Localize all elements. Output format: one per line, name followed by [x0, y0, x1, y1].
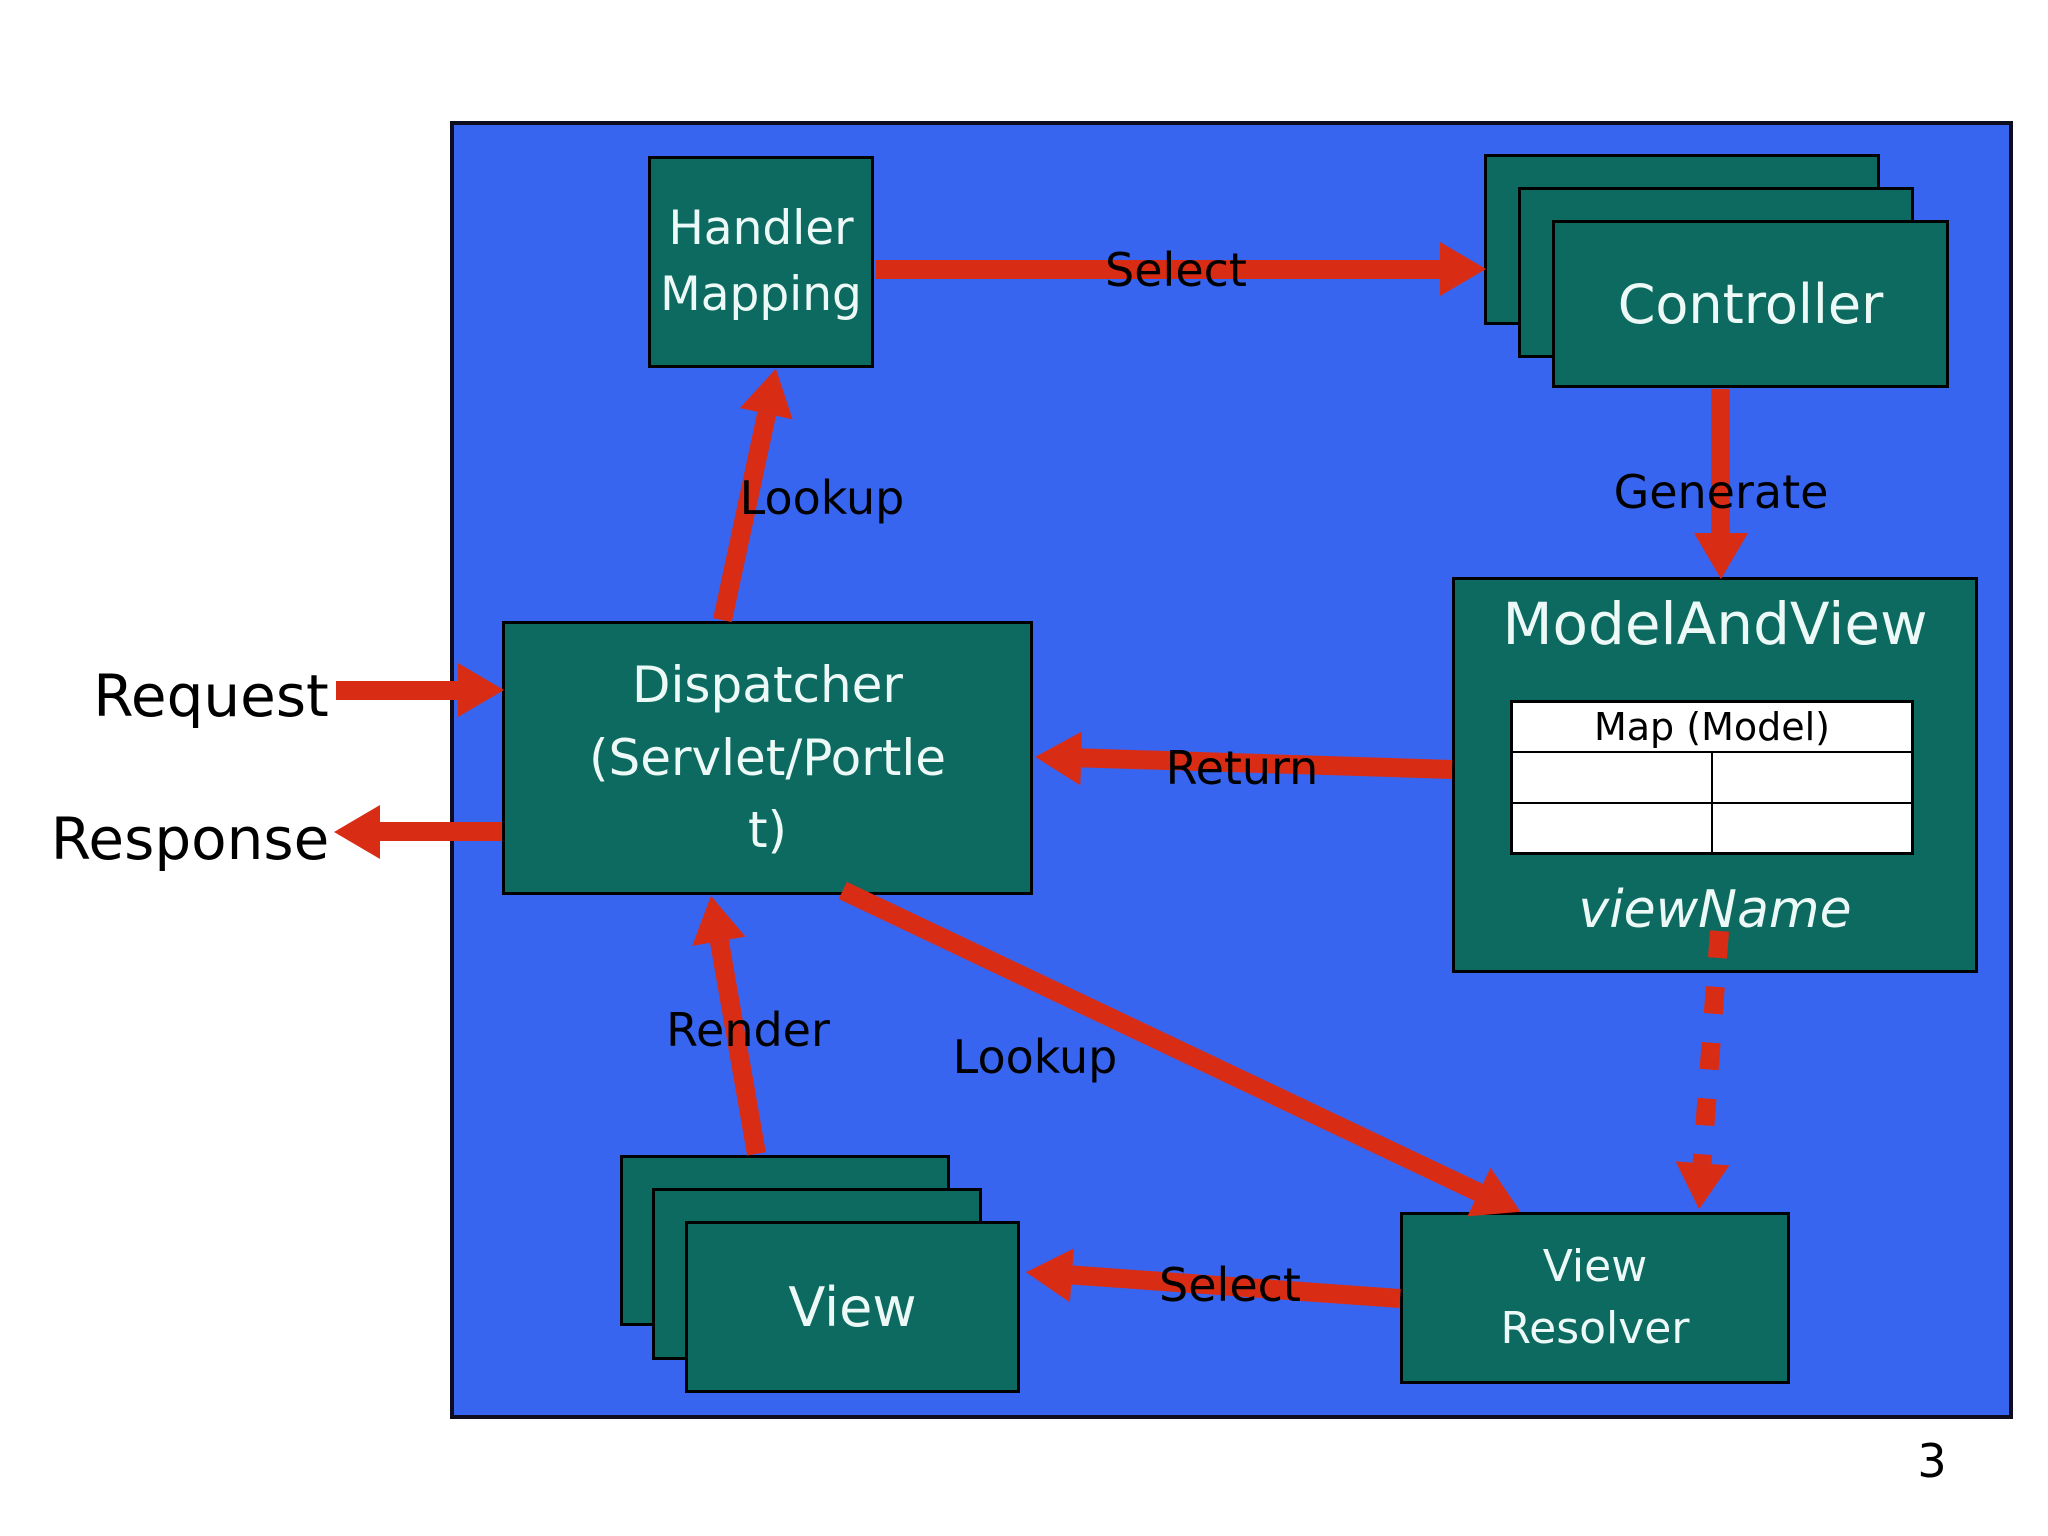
view-label: View	[788, 1275, 917, 1339]
view-resolver-label-line2: Resolver	[1500, 1303, 1690, 1354]
model-map-table-row	[1513, 753, 1911, 804]
generate-arrowhead	[1694, 533, 1748, 579]
response-arrowhead	[334, 805, 380, 859]
dispatcher-label-line3: t)	[747, 801, 788, 860]
model-map-table-row	[1513, 803, 1911, 853]
response-arrow-shaft	[380, 822, 502, 842]
request-arrow-shaft	[336, 680, 458, 700]
lookup-arrowhead	[739, 363, 803, 420]
generate-label: Generate	[1613, 465, 1829, 519]
dispatcher-label-line2: (Servlet/Portle	[588, 728, 947, 787]
controller-box: Controller	[1552, 220, 1949, 388]
dashed-arrowhead	[1672, 1161, 1730, 1212]
model-map-table-cell	[1713, 804, 1911, 853]
dashed-arrow-shaft	[1693, 930, 1730, 1165]
render-arrowhead	[684, 891, 746, 946]
model-map-table-cell	[1513, 753, 1713, 802]
model-map-table-cell	[1713, 753, 1911, 802]
page-number: 3	[1917, 1434, 1947, 1488]
view-box: View	[685, 1221, 1020, 1393]
return-label: Return	[1165, 741, 1319, 795]
request-arrowhead	[458, 663, 504, 717]
handler-mapping-label-line2: Mapping	[660, 267, 862, 322]
view-resolver-label-line1: View	[1542, 1241, 1648, 1293]
handler-mapping-box: Handler Mapping	[648, 156, 874, 368]
select-arrowhead	[1440, 242, 1486, 296]
dispatcher-box: Dispatcher (Servlet/Portle t)	[502, 621, 1033, 895]
select-arrow-shaft	[876, 259, 1440, 279]
model-map-table: Map (Model)	[1510, 700, 1914, 855]
controller-label: Controller	[1617, 272, 1884, 336]
response-label: Response	[50, 805, 330, 873]
view-resolver-box: View Resolver	[1400, 1212, 1790, 1384]
view-name-label: viewName	[1578, 880, 1852, 940]
dispatcher-label-line1: Dispatcher	[632, 656, 903, 715]
request-arrow	[336, 663, 504, 717]
lookup-bottom-label: Lookup	[952, 1030, 1118, 1084]
lookup-top-label: Lookup	[739, 471, 905, 525]
request-label: Request	[93, 662, 329, 730]
model-and-view-title: ModelAndView	[1502, 590, 1928, 658]
select-arrow-handler-to-controller	[876, 242, 1486, 296]
model-and-view-box: ModelAndView Map (Model) viewName	[1452, 577, 1978, 973]
select-bottom-label: Select	[1159, 1258, 1301, 1312]
select-arrowhead	[1024, 1245, 1074, 1303]
handler-mapping-label-line1: Handler	[668, 201, 854, 257]
return-arrowhead	[1034, 729, 1083, 786]
select-top-label: Select	[1105, 243, 1247, 297]
response-arrow	[334, 805, 502, 859]
render-label: Render	[666, 1003, 830, 1057]
model-map-table-header: Map (Model)	[1513, 703, 1911, 753]
model-map-table-cell	[1513, 803, 1713, 852]
